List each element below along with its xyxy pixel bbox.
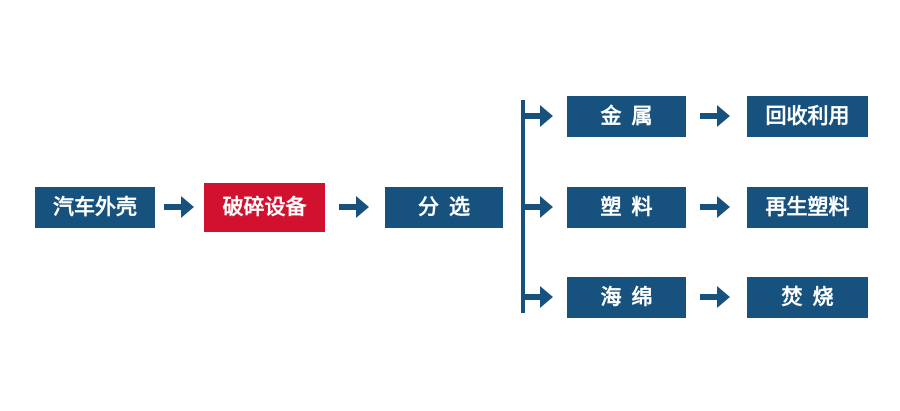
node-sorting: 分选 — [385, 187, 503, 228]
arrow-right-icon — [523, 105, 553, 127]
arrow-right-icon — [700, 105, 730, 127]
node-metal: 金属 — [567, 96, 686, 137]
arrow-right-icon — [164, 196, 194, 218]
arrow-right-icon — [523, 286, 553, 308]
arrow-right-icon — [339, 196, 369, 218]
node-crushing-equipment: 破碎设备 — [204, 183, 325, 232]
node-car-shell: 汽车外壳 — [35, 187, 155, 228]
node-recycled-plastic: 再生塑料 — [747, 187, 868, 228]
node-incineration: 焚烧 — [747, 277, 868, 318]
arrow-right-icon — [700, 286, 730, 308]
node-sponge: 海绵 — [567, 277, 686, 318]
node-recycling: 回收利用 — [747, 96, 868, 137]
node-plastic: 塑料 — [567, 187, 686, 228]
arrow-right-icon — [523, 196, 553, 218]
arrow-right-icon — [700, 196, 730, 218]
